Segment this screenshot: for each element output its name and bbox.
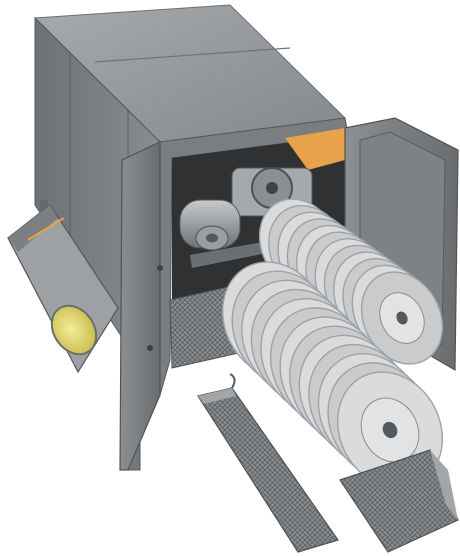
mesh-tray-left-body xyxy=(197,387,339,553)
cabinet-leg xyxy=(40,200,48,216)
removed-mesh-tray-left xyxy=(197,373,339,553)
upper-brush-roller-hub xyxy=(396,311,408,325)
lower-brush-roller-hub xyxy=(382,421,398,439)
door-hinge xyxy=(157,265,163,271)
removed-mesh-tray-right xyxy=(339,449,459,553)
door-hinge xyxy=(147,345,153,351)
removed-roller-cover xyxy=(7,204,119,374)
orange-panel xyxy=(285,128,345,170)
roller-cover-stripe xyxy=(27,217,65,241)
mesh-tray-left-hook xyxy=(229,373,236,389)
roller-cover-shading xyxy=(8,205,58,252)
left-front-door xyxy=(119,141,161,471)
roller-cover-lens xyxy=(50,304,98,356)
mesh-tray-left-rim xyxy=(198,388,236,404)
cabinet-top-seam xyxy=(94,47,291,63)
mesh-tray-right-rim xyxy=(430,450,458,520)
drive-mechanism xyxy=(179,167,332,268)
interior-roller-hub xyxy=(206,233,218,243)
motor-pulley-hub xyxy=(266,182,278,194)
